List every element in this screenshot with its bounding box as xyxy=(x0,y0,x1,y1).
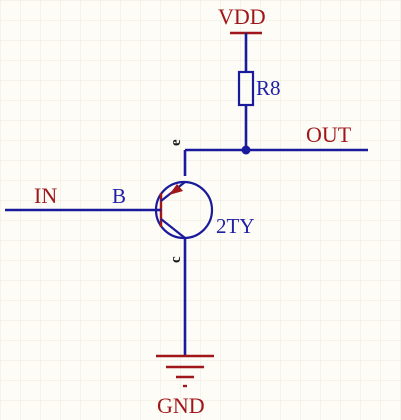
out-net[interactable]: OUT xyxy=(185,122,368,152)
transistor-2ty[interactable]: e c B 2TY xyxy=(112,139,255,356)
in-net[interactable]: IN xyxy=(5,183,155,212)
resistor-designator: R8 xyxy=(256,76,281,100)
transistor-designator: 2TY xyxy=(216,214,255,238)
pin-base-label: B xyxy=(112,184,126,208)
out-label: OUT xyxy=(306,122,352,147)
gnd-power-port[interactable]: GND xyxy=(156,354,214,418)
pin-collector-label: c xyxy=(168,256,184,263)
emitter-arrow-icon xyxy=(169,184,183,195)
in-label: IN xyxy=(34,183,57,208)
resistor-r8[interactable]: R8 xyxy=(237,70,281,107)
gnd-label: GND xyxy=(157,393,205,418)
pin-emitter-label: e xyxy=(168,139,184,146)
vdd-label: VDD xyxy=(218,4,266,29)
vdd-power-port[interactable]: VDD xyxy=(218,4,266,72)
